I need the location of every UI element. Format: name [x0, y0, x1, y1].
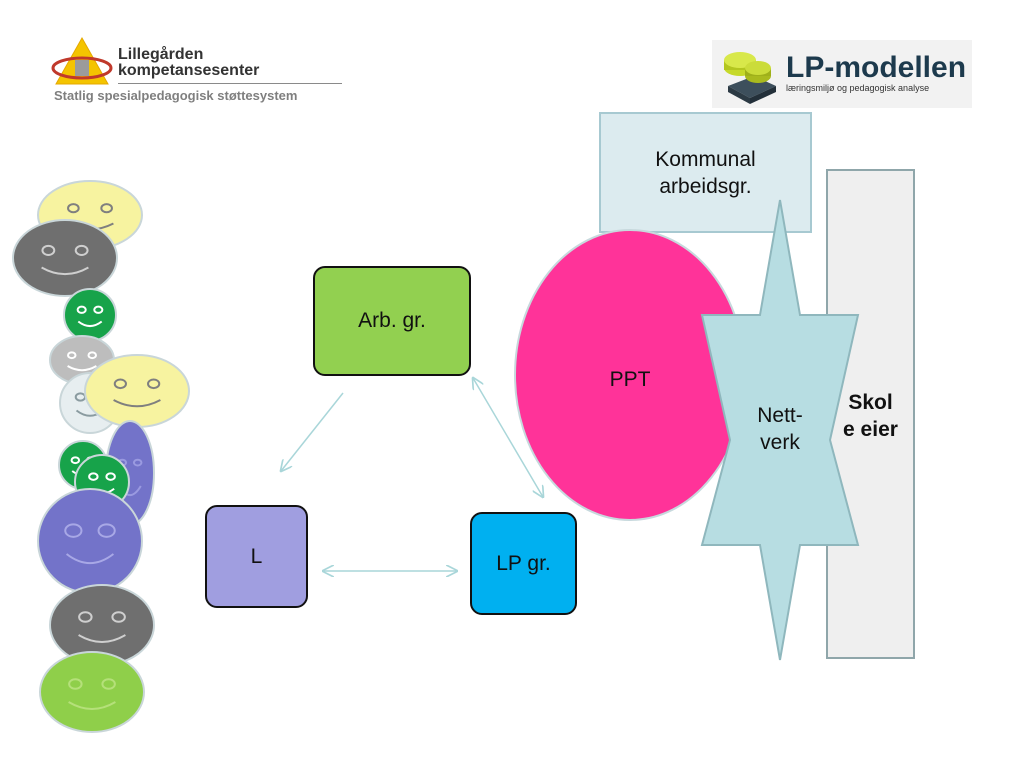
lillegarden-logo-icon [51, 36, 113, 85]
skoleeier-label-line1: Skol [848, 391, 893, 414]
smiley-face-icon [39, 651, 145, 733]
arrow-arb-lpgr [473, 378, 543, 497]
lp-modellen-title: LP-modellen [786, 51, 967, 84]
kommunal-label-line2: arbeidsgr. [659, 175, 752, 198]
lillegarden-name-line1: Lillegården [118, 46, 204, 63]
lillegarden-name: Lillegården kompetansesenter [118, 47, 259, 79]
nettverk-label: Nett- verk [730, 402, 830, 456]
nettverk-star [700, 199, 860, 661]
lillegarden-divider [118, 83, 342, 84]
lillegarden-subtitle: Statlig spesialpedagogisk støttesystem [54, 88, 298, 103]
nettverk-label-line1: Nett- [757, 404, 803, 427]
kommunal-arbeidsgruppe-box: Kommunal arbeidsgr. [599, 112, 812, 233]
skoleeier-label-line2: e eier [843, 418, 898, 441]
smiley-face-icon [63, 288, 117, 342]
arrow-arb-to-l [281, 392, 344, 471]
ppt-label: PPT [609, 368, 651, 391]
lp-modellen-subtitle: læringsmiljø og pedagogisk analyse [786, 83, 930, 93]
nettverk-label-line2: verk [760, 431, 800, 454]
arb-gr-box: Arb. gr. [313, 266, 471, 376]
lp-modellen-blocks-icon [724, 52, 776, 104]
arb-gr-label: Arb. gr. [358, 309, 426, 332]
l-box: L [205, 505, 308, 608]
kommunal-label-line1: Kommunal [655, 148, 756, 171]
smiley-face-icon [37, 488, 143, 594]
lillegarden-name-line2: kompetansesenter [118, 62, 260, 79]
smiley-faces-column [12, 180, 190, 733]
smiley-face-icon [12, 219, 118, 297]
lp-gr-label: LP gr. [496, 551, 551, 575]
lp-gr-box: LP gr. [470, 512, 577, 615]
l-label: L [250, 544, 263, 568]
